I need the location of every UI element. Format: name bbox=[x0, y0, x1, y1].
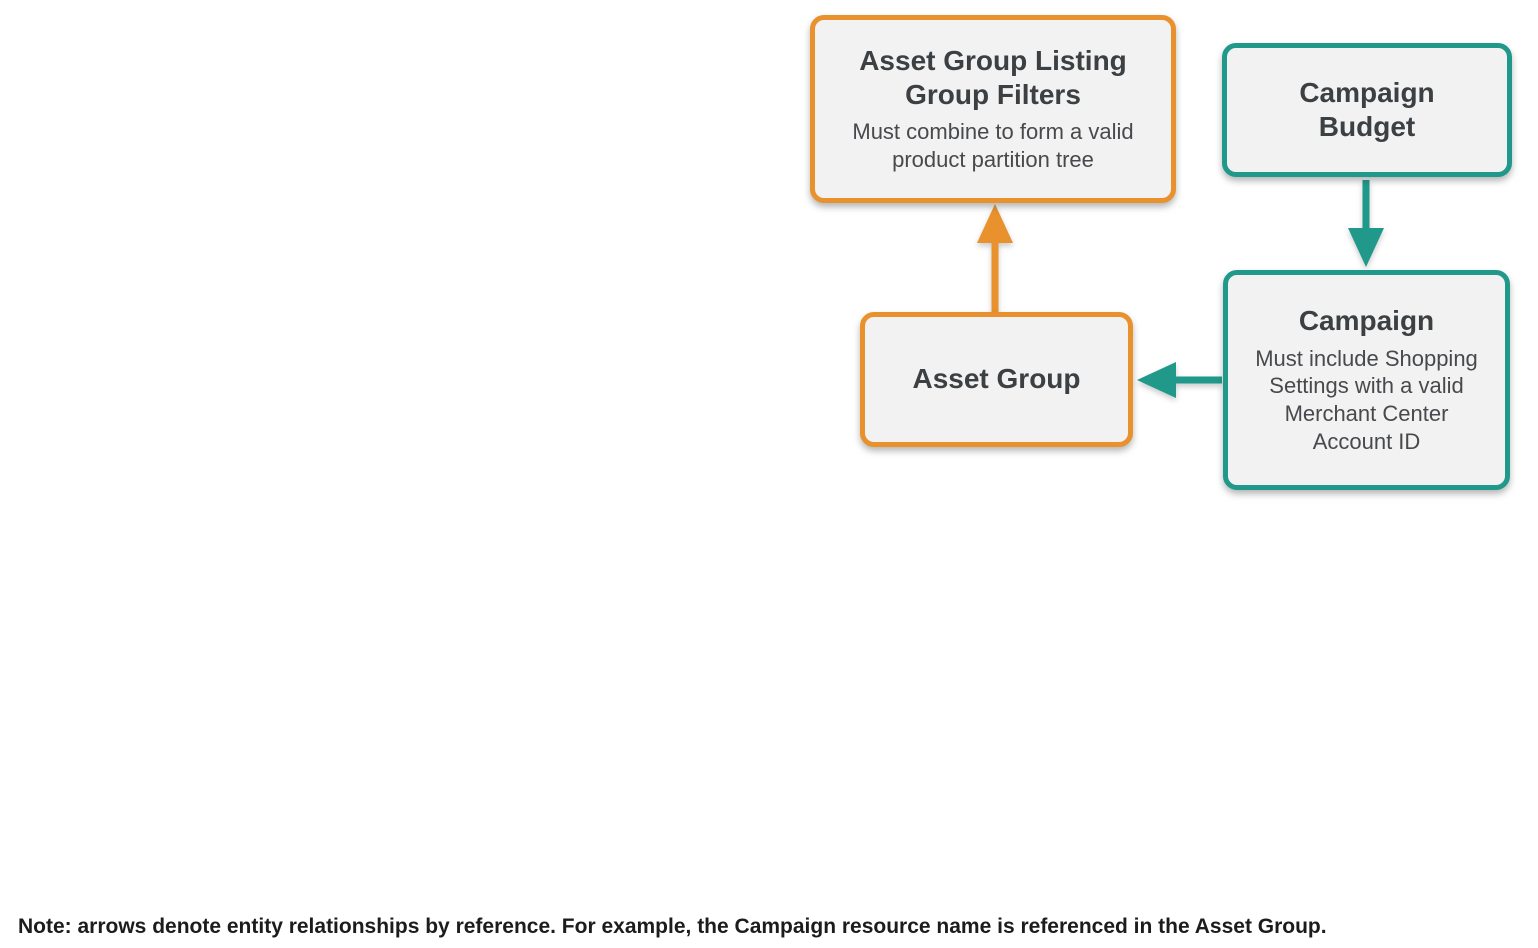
node-title: Asset Group Listing Group Filters bbox=[859, 45, 1127, 111]
node-campaign: Campaign Must include Shopping Settings … bbox=[1223, 270, 1510, 490]
node-subtitle: Must combine to form a valid product par… bbox=[852, 119, 1134, 173]
node-asset-group: Asset Group bbox=[860, 312, 1133, 447]
node-title: Campaign bbox=[1298, 305, 1435, 337]
node-title: Campaign Budget bbox=[1299, 76, 1435, 142]
edge-campaign-to-asset-group bbox=[1137, 362, 1222, 398]
node-campaign-budget: Campaign Budget bbox=[1222, 43, 1512, 177]
node-asset-group-listing-group-filters: Asset Group Listing Group Filters Must c… bbox=[810, 15, 1176, 203]
node-subtitle: Must include Shopping Settings with a va… bbox=[1255, 345, 1478, 454]
edge-asset-group-to-listing-filters bbox=[977, 204, 1013, 312]
edge-campaign-budget-to-campaign bbox=[1348, 180, 1384, 267]
arrow-head bbox=[1137, 362, 1176, 398]
note-text: Note: arrows denote entity relationships… bbox=[18, 915, 1327, 938]
node-title: Asset Group bbox=[912, 363, 1081, 395]
arrow-head bbox=[1348, 228, 1384, 267]
arrow-head bbox=[977, 204, 1013, 243]
